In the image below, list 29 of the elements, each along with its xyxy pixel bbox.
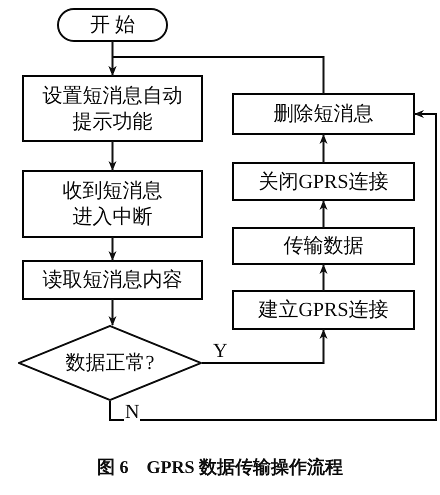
process-box xyxy=(232,227,415,265)
process-box xyxy=(232,93,415,135)
arrow xyxy=(108,56,324,93)
arrow xyxy=(320,264,328,290)
process-box xyxy=(232,162,415,201)
process-box xyxy=(22,75,203,142)
terminal-box xyxy=(57,8,168,42)
node-text: 开 始 xyxy=(89,13,136,38)
arrow xyxy=(108,300,116,326)
node-text: 删除短消息 xyxy=(272,102,374,127)
arrow xyxy=(108,142,116,171)
node-text: 关闭GPRS连接 xyxy=(257,170,390,194)
figure-caption: 图 6 GPRS 数据传输操作流程 xyxy=(96,456,344,479)
edge-label: N xyxy=(124,402,140,422)
arrow xyxy=(320,200,328,227)
arrow xyxy=(108,238,116,261)
decision-diamond xyxy=(18,325,202,401)
node-text: 设置短消息自动提示功能 xyxy=(42,84,184,134)
node-text: 数据正常? xyxy=(64,351,156,376)
process-box xyxy=(22,260,203,300)
node-text: 建立GPRS连接 xyxy=(257,298,390,323)
process-box xyxy=(232,290,415,330)
node-text: 读取短消息内容 xyxy=(42,268,184,293)
node-text: 传输数据 xyxy=(282,234,364,259)
arrow xyxy=(320,134,328,162)
arrow xyxy=(109,110,437,421)
arrow xyxy=(202,329,328,364)
process-box xyxy=(22,170,203,238)
node-text: 收到短消息进入中断 xyxy=(62,179,164,230)
